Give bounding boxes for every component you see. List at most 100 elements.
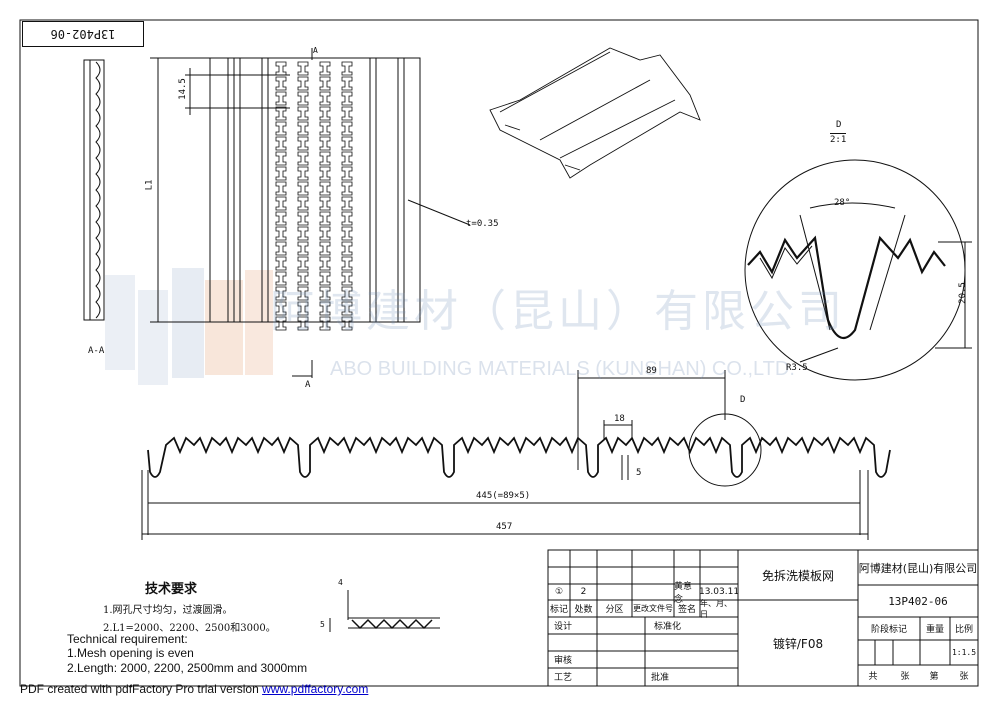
mesh-cell: [275, 226, 287, 241]
header-count: 处数: [574, 605, 593, 615]
mesh-cell: [275, 256, 287, 271]
mesh-cell: [341, 76, 353, 91]
dim-89: 89: [646, 366, 657, 376]
mesh-cell: [341, 196, 353, 211]
mesh-cell: [297, 61, 309, 76]
mesh-cell: [341, 151, 353, 166]
mesh-cell: [297, 241, 309, 256]
sheets-label: 张: [900, 672, 910, 682]
footer-link[interactable]: www.pdffactory.com: [262, 682, 369, 696]
mesh-cell: [275, 91, 287, 106]
design-label: 设计: [553, 622, 572, 632]
dim-small-5: 5: [320, 620, 325, 629]
process-label: 工艺: [553, 673, 572, 683]
mesh-cell: [275, 106, 287, 121]
stage-mark-label: 阶段标记: [870, 625, 907, 635]
front-view: [209, 57, 421, 331]
mesh-cell: [319, 91, 331, 106]
tech-line2-en: 2.Length: 2000, 2200, 2500mm and 3000mm: [67, 661, 308, 675]
mesh-cell: [275, 301, 287, 316]
mesh-cell: [341, 91, 353, 106]
header-mark: 标记: [549, 605, 568, 615]
tech-title-en: Technical requirement:: [67, 632, 188, 646]
dim-5: 5: [636, 468, 642, 478]
mesh-cell: [319, 106, 331, 121]
mesh-cell: [319, 181, 331, 196]
mesh-cell: [341, 316, 353, 331]
mesh-cell: [297, 121, 309, 136]
mesh-cell: [297, 226, 309, 241]
approve-label: 批准: [650, 673, 669, 683]
mesh-cell: [297, 181, 309, 196]
rev-signer: 黄意念: [674, 582, 693, 605]
dim-18: 18: [614, 414, 625, 424]
pdf-footer: PDF created with pdfFactory Pro trial ve…: [20, 682, 368, 696]
mesh-cell: [275, 241, 287, 256]
title-block: [547, 549, 979, 687]
scale-value: 1:1.5: [951, 648, 977, 657]
mesh-cell: [319, 211, 331, 226]
drawing-code-rotated: 13P402-06: [22, 21, 144, 47]
mesh-cell: [341, 286, 353, 301]
mesh-cell: [275, 286, 287, 301]
mesh-cell: [275, 136, 287, 151]
mesh-cell: [319, 286, 331, 301]
page-label: 第: [929, 672, 939, 682]
section-label: A-A: [88, 346, 105, 356]
mesh-cell: [319, 196, 331, 211]
mesh-cell: [341, 301, 353, 316]
detail-height: 20.5: [957, 282, 968, 304]
mesh-cell: [275, 61, 287, 76]
weight-label: 重量: [925, 625, 944, 635]
material: 镀锌/F08: [772, 636, 824, 651]
mesh-cell: [297, 166, 309, 181]
dim-small-4: 4: [338, 578, 343, 587]
sheet-border: [19, 19, 979, 687]
mesh-cell: [297, 286, 309, 301]
mesh-cell: [297, 151, 309, 166]
mesh-cell: [319, 121, 331, 136]
mesh-cell: [297, 91, 309, 106]
detail-scale: 2:1: [830, 133, 847, 145]
rev-date: 13.03.11: [698, 587, 740, 597]
standard-label: 标准化: [653, 622, 681, 632]
header-doc: 更改文件号: [633, 604, 673, 613]
mesh-cell: [341, 181, 353, 196]
detail-callout: D: [740, 395, 746, 405]
mesh-cell: [319, 61, 331, 76]
mesh-cell: [275, 121, 287, 136]
detail-angle: 28°: [834, 198, 851, 208]
mesh-cell: [297, 76, 309, 91]
mesh-cell: [275, 166, 287, 181]
scale-label: 比例: [954, 625, 973, 635]
detail-label: D: [836, 120, 842, 130]
mesh-cell: [319, 271, 331, 286]
mesh-cell: [341, 271, 353, 286]
profile-view: [141, 370, 891, 540]
mesh-cell: [319, 241, 331, 256]
detail-view: [744, 159, 972, 381]
mesh-cell: [275, 196, 287, 211]
drawing-number: 13P402-06: [888, 594, 948, 608]
watermark-chinese: 阿博建材（昆山）有限公司: [270, 286, 846, 337]
mesh-cell: [319, 76, 331, 91]
mesh-cell: [341, 226, 353, 241]
mesh-cell: [297, 256, 309, 271]
dim-pitch: 14.5: [177, 78, 188, 100]
review-label: 审核: [553, 656, 572, 666]
header-date: 年、月、日: [700, 598, 732, 619]
rev-mark: ①: [554, 587, 564, 597]
mesh-cell: [275, 151, 287, 166]
detail-radius: R3.5: [786, 363, 808, 373]
header-zone: 分区: [605, 605, 624, 615]
mesh-cell: [297, 271, 309, 286]
mesh-cell: [341, 61, 353, 76]
watermark-english: ABO BUILDING MATERIALS (KUNSHAN) CO.,LTD…: [330, 358, 795, 380]
mesh-cell: [297, 196, 309, 211]
company-name: 阿博建材(昆山)有限公司: [858, 561, 978, 575]
footer-text: PDF created with pdfFactory Pro trial ve…: [20, 682, 263, 696]
mesh-cell: [341, 241, 353, 256]
mesh-cell: [319, 151, 331, 166]
